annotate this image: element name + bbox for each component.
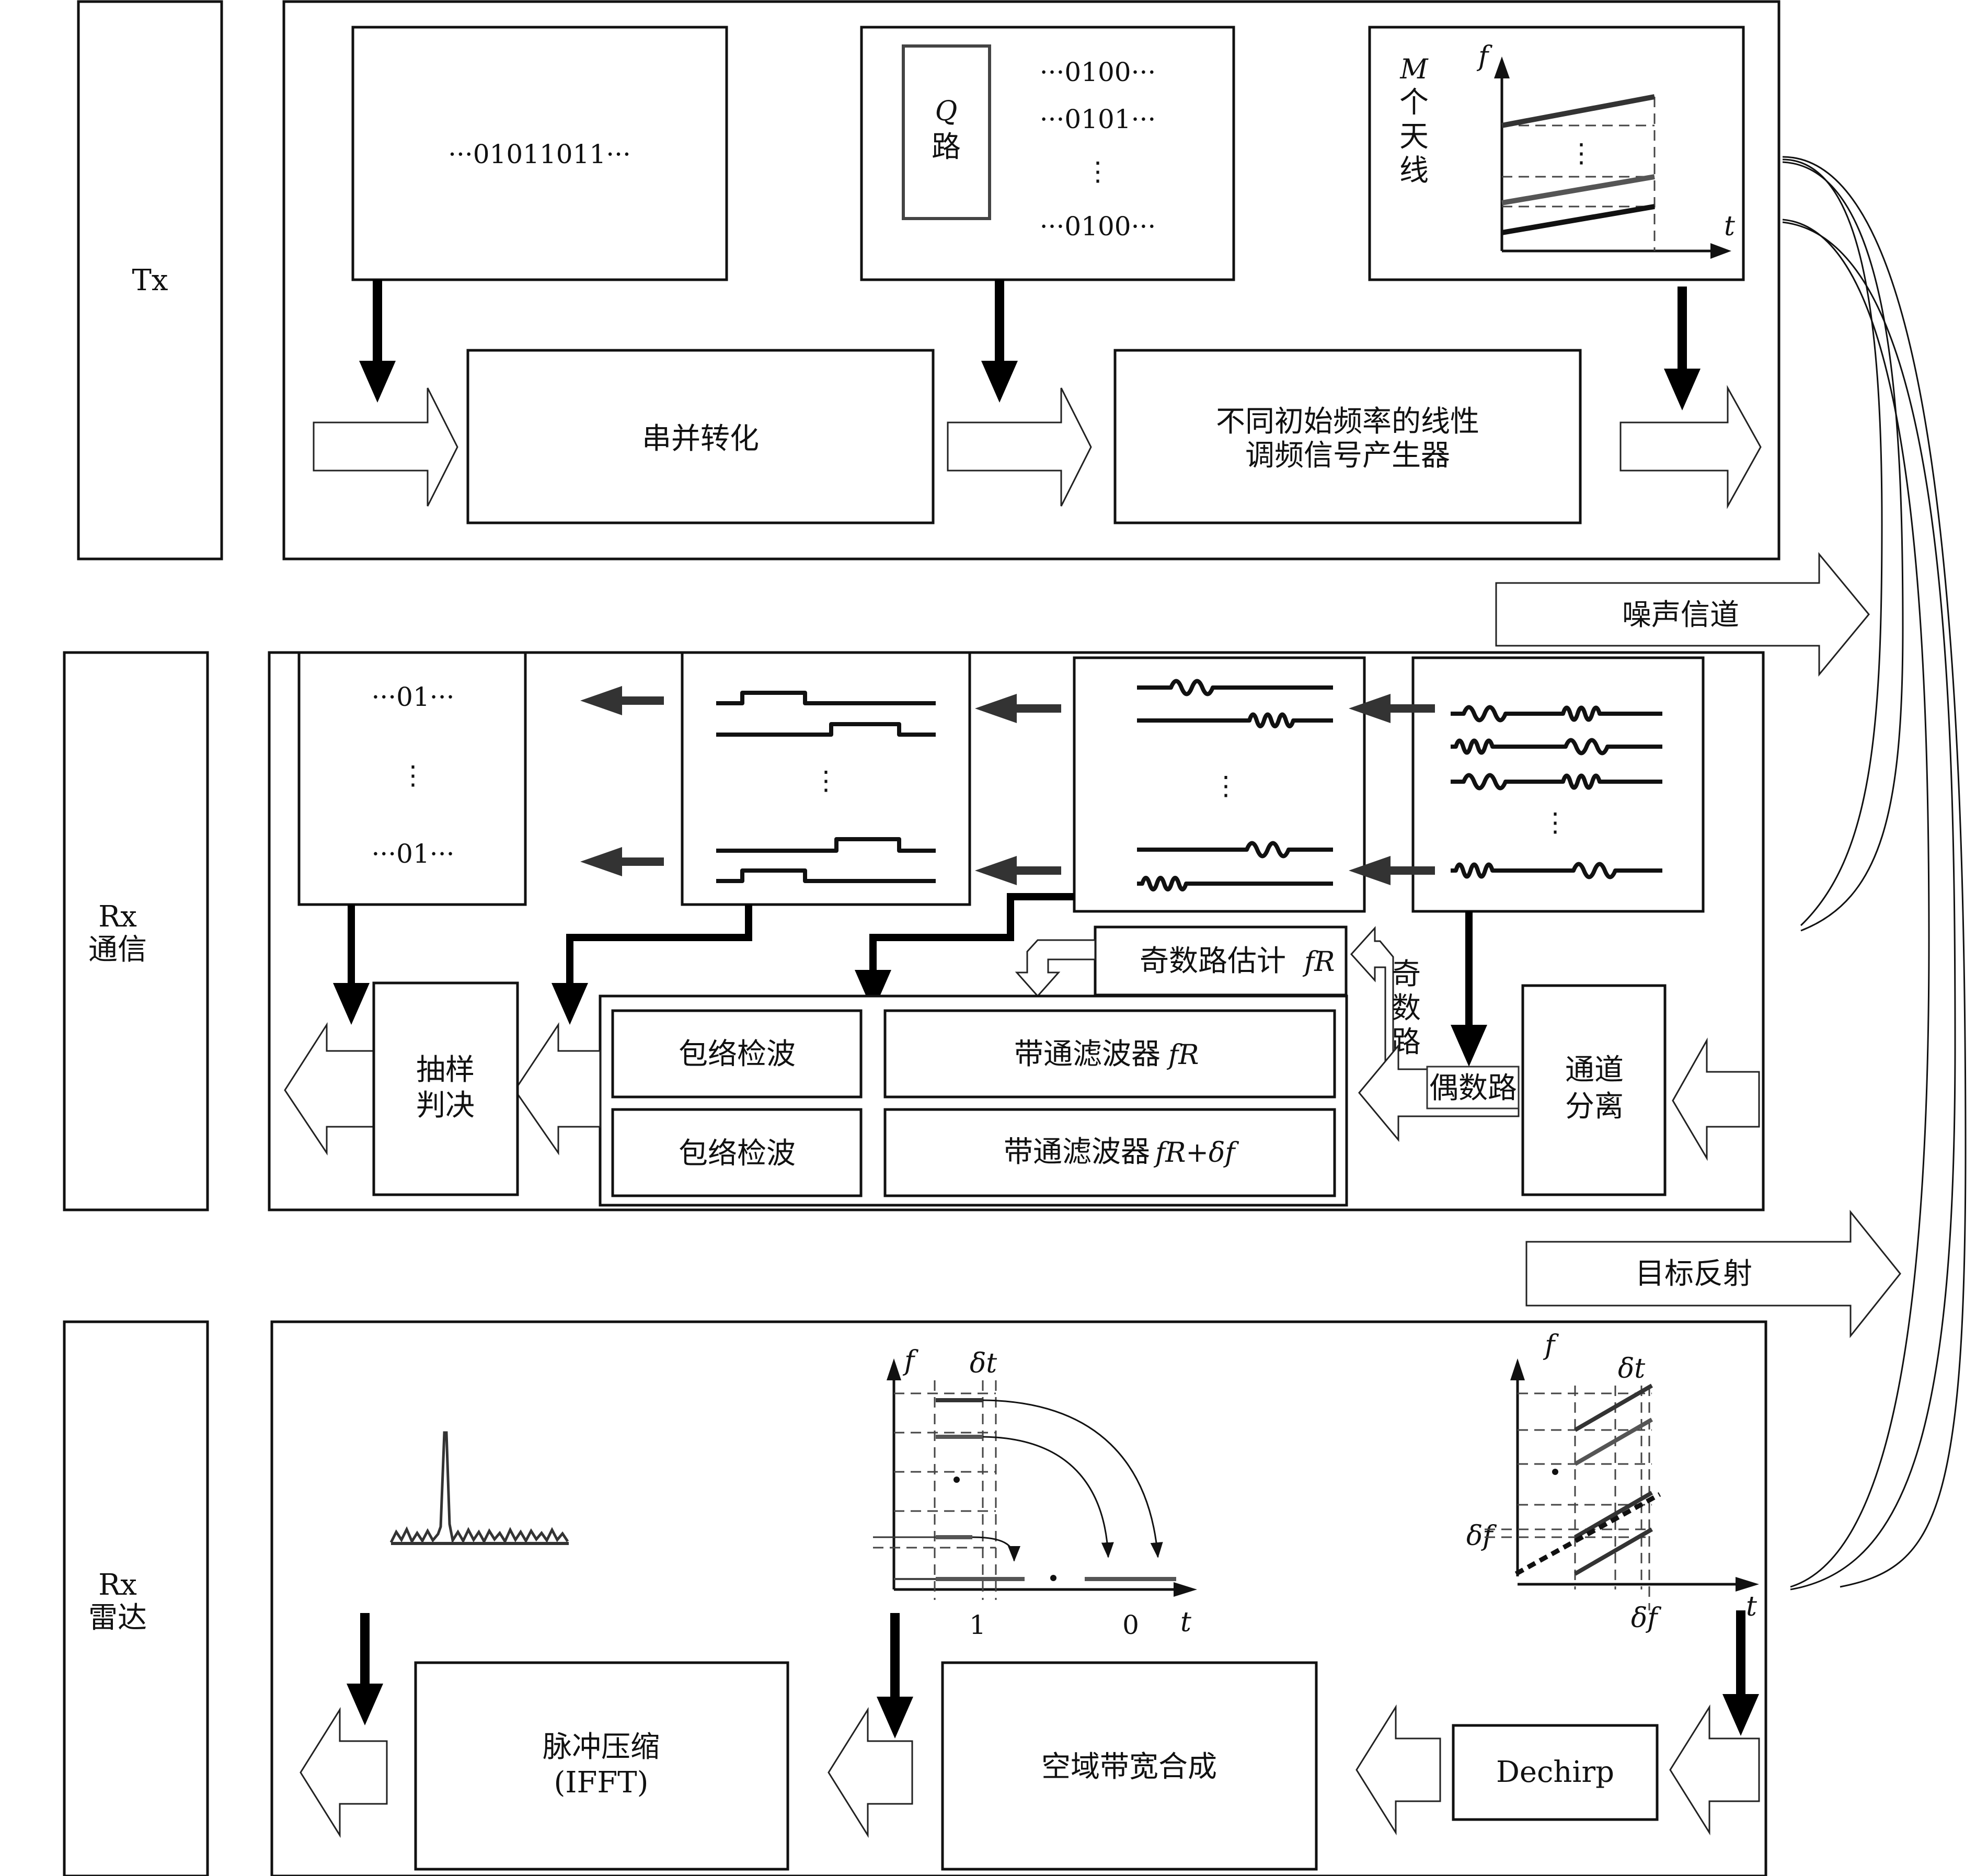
tx-parallel-bits-2: ···0101··· [1040,104,1156,134]
tx-chirp-generator-box: 不同初始频率的线性 调频信号产生器 [1113,349,1582,524]
noise-channel-arrow: 噪声信道 [1495,552,1870,677]
radar-synth-tick-1: 1 [969,1610,986,1640]
rx-bits-box: ···01··· ⋮ ···01··· [297,651,527,906]
rx-envelope-wave-box: ⋮ [681,651,971,906]
radar-synthesis-chart: f t δt 1 0 [873,1345,1197,1640]
tx-parallel-box: Q 路 ···0100··· ···0101··· ⋮ ···0100··· [860,26,1235,281]
target-reflection-arrow: 目标反射 [1525,1209,1901,1339]
tx-antenna-label-1: 个 [1399,86,1429,120]
rx-bandpass-2: 带通滤波器 [1004,1135,1150,1169]
row-label-rx-comm-line1: Rx [98,900,137,934]
radar-pulse-compression-2: (IFFT) [554,1766,649,1800]
tx-serial-parallel: 串并转化 [642,422,759,456]
rx-even-path: 偶数路 [1429,1071,1517,1105]
tx-hollow-arrow-2 [947,387,1092,507]
tx-chirp-line-top [1501,94,1655,128]
tx-serial-parallel-box: 串并转化 [466,349,935,524]
tx-bitstream-box: ···01011011··· [351,26,728,281]
rx-odd-estimate-box: 奇数路估计 fR [1094,925,1348,997]
svg-text:⋮: ⋮ [1542,807,1568,838]
rx-radar-panel: f t δt 1 0 [270,1320,1767,1876]
rx-channel-separation-1: 通道 [1565,1053,1624,1087]
rx-channel-separation-2: 分离 [1565,1090,1624,1124]
rx-odd-estimate-sym: fR [1302,946,1335,978]
tx-panel: ···01011011··· Q 路 ···0100··· ···0101···… [282,0,1780,560]
rx-received-wave-box: ⋮ [1411,656,1705,913]
radar-synthesis-box: 空域带宽合成 [941,1661,1318,1871]
radar-synth-tick-0: 0 [1122,1610,1139,1640]
tx-antenna-chart-box: M 个 天 线 f t ⋮ [1368,26,1745,281]
rx-bandpass-1: 带通滤波器 [1014,1037,1161,1071]
rx-route-bandpass [855,893,1074,1012]
rx-hollow-arrow-output [284,1022,375,1156]
rx-odd-estimate: 奇数路估计 [1140,944,1286,978]
radar-hollow-arrow-2 [1355,1704,1441,1836]
tx-axis-t-label: t [1724,211,1735,242]
radar-dechirp-delta-t: δt [1618,1353,1645,1385]
row-label-tx: Tx [77,0,223,560]
rx-decision-box: 抽样 判决 [372,981,519,1196]
radar-hollow-arrow-4 [300,1707,388,1838]
radar-hollow-arrow-1 [1669,1704,1760,1836]
radar-dechirp-chart: f t δt δf δf [1466,1330,1759,1634]
radar-compressed-peak [389,1431,569,1545]
rx-odd-path-2: 数 [1392,991,1421,1025]
radar-dechirp-delta-f-bottom: δf [1631,1603,1661,1634]
row-label-rx-comm: Rx 通信 [63,651,209,1211]
radar-dechirp-delta-f: δf [1466,1520,1497,1552]
tx-q-path-label: 路 [932,130,961,164]
tx-parallel-vdots: ⋮ [1085,156,1111,187]
radar-dechirp-t-label: t [1746,1591,1757,1622]
rx-envelope-2: 包络检波 [679,1137,796,1171]
tx-q-symbol: Q [935,96,958,127]
tx-parallel-bits-1: ···0100··· [1040,57,1156,87]
rx-hollow-arrow-filter [514,1022,601,1156]
radar-pulse-compression-box: 脉冲压缩 (IFFT) [414,1661,789,1871]
rx-input-hollow-arrow [1672,1037,1760,1161]
tx-parallel-bits-3: ···0100··· [1040,211,1156,242]
row-label-rx-radar-line1: Rx [98,1568,137,1602]
row-label-rx-radar: Rx 雷达 [63,1320,209,1876]
radar-pulse-compression-1: 脉冲压缩 [543,1730,660,1764]
radar-dechirp-box: Dechirp [1452,1724,1659,1821]
propagation-curves [1782,156,1967,1591]
rx-decision-2: 判决 [416,1089,475,1123]
tx-antenna-m: M [1399,54,1429,85]
rx-bandpass-wave-box: ⋮ [1073,656,1366,913]
rx-bits-top: ···01··· [372,682,455,712]
rx-bits-vdots: ⋮ [400,760,426,791]
rx-envelope-1: 包络检波 [679,1037,796,1071]
row-label-tx-text: Tx [132,264,168,298]
svg-text:⋮: ⋮ [1568,138,1594,168]
tx-hollow-arrow-3 [1619,385,1762,509]
rx-decision-1: 抽样 [416,1053,475,1087]
rx-comm-panel: ···01··· ⋮ ···01··· ⋮ ⋮ [268,651,1765,1211]
rx-channel-separation-box: 通道 分离 [1521,984,1667,1196]
tx-chirp-generator-line1: 不同初始频率的线性 [1216,405,1479,439]
rx-route-envelope [552,905,752,1025]
svg-text:⋮: ⋮ [813,765,839,796]
target-reflection-label: 目标反射 [1635,1257,1752,1291]
svg-text:⋮: ⋮ [1213,771,1239,801]
rx-bandpass-2-sym: fR+δf [1153,1137,1239,1169]
row-label-rx-comm-line2: 通信 [88,933,147,967]
tx-bitstream: ···01011011··· [448,139,631,169]
noise-channel-label: 噪声信道 [1622,598,1739,632]
tx-hollow-arrow-1 [313,387,458,507]
radar-synthesis: 空域带宽合成 [1041,1750,1217,1784]
tx-chirp-line-mid [1501,174,1655,205]
tx-antenna-label-2: 天 [1399,120,1429,154]
rx-bandpass-1-sym: fR [1166,1039,1199,1071]
radar-synth-t-label: t [1180,1607,1191,1638]
radar-hollow-arrow-3 [828,1707,913,1838]
radar-dechirp: Dechirp [1496,1755,1614,1789]
rx-bits-bottom: ···01··· [372,839,455,869]
row-label-rx-radar-line2: 雷达 [88,1601,147,1635]
rx-filter-bank: 包络检波 带通滤波器 fR 包络检波 带通滤波器 fR+δf [599,994,1348,1207]
tx-chirp-generator-line2: 调频信号产生器 [1245,439,1450,473]
tx-antenna-label-3: 线 [1399,154,1429,188]
radar-synth-delta-t: δt [970,1348,997,1379]
tx-chirp-line-bottom [1501,204,1655,235]
rx-odd-path-1: 奇 [1392,957,1421,991]
